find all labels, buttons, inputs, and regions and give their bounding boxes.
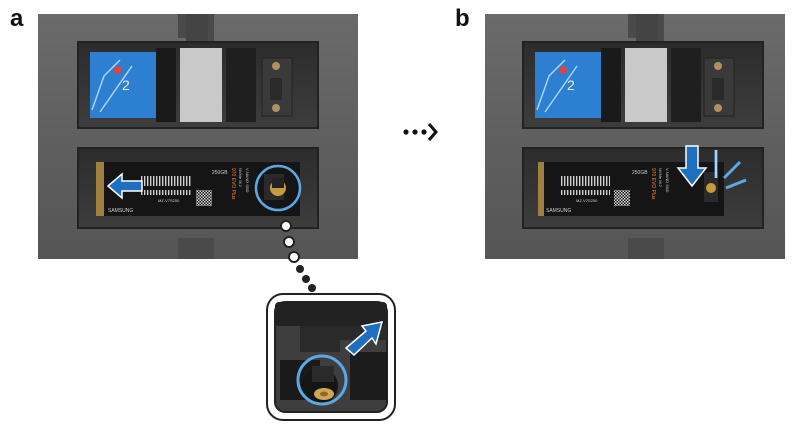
arrow-left-icon [106, 172, 143, 200]
svg-text:2: 2 [122, 77, 130, 93]
ssd-interface-a: NVMe M.2 [238, 168, 243, 188]
callout-dots [280, 220, 316, 292]
latch-highlight-circle [254, 164, 302, 212]
panel-b: 2 MZ-V7S250 SAMSUNG 250GB 97 [485, 14, 785, 259]
panel-a: 2 MZ-V7S250 SAMSUNG 250GB [38, 14, 358, 259]
svg-text:2: 2 [567, 77, 575, 93]
ssd-model-b: 970 EVO Plus [650, 168, 656, 200]
ssd-card-b: MZ-V7S250 SAMSUNG 250GB 970 EVO Plus NVM… [538, 162, 724, 216]
ssd-type-a: V-NAND SSD [245, 168, 250, 193]
ssd-type-b: V-NAND SSD [665, 168, 670, 193]
arrow-down-icon [676, 145, 708, 188]
ssd-brand-b: SAMSUNG [546, 208, 571, 214]
ssd-interface-b: NVMe M.2 [658, 168, 663, 188]
ssd-model-a: 970 EVO Plus [230, 168, 236, 200]
zoom-inset [266, 293, 396, 421]
ssd-brand-a: SAMSUNG [108, 208, 133, 214]
step-label-b: b [455, 5, 470, 32]
ellipsis-arrow-icon [403, 123, 438, 141]
step-label-a: a [10, 5, 24, 32]
snap-lines-icon [714, 150, 747, 190]
ssd-capacity-b: 250GB [632, 170, 648, 176]
inset-highlight-circle [296, 354, 348, 406]
ssd-capacity-a: 250GB [212, 170, 228, 176]
svg-text:MZ-V7S250: MZ-V7S250 [576, 198, 598, 203]
svg-text:MZ-V7S250: MZ-V7S250 [158, 198, 180, 203]
arrow-up-right-icon [344, 321, 384, 357]
